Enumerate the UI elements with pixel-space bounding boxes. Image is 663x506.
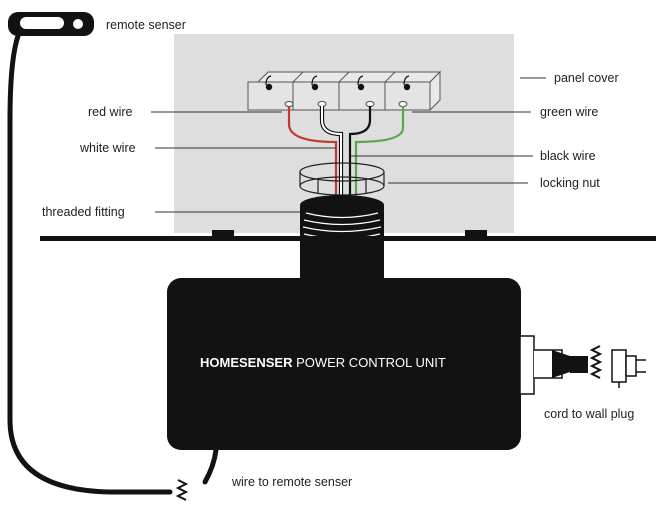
mounting-clip [465, 230, 487, 238]
label-panel-cover: panel cover [554, 71, 619, 85]
cord-break-icon [589, 345, 603, 379]
mounting-clip [212, 230, 234, 238]
label-red-wire: red wire [88, 105, 133, 119]
label-remote-senser: remote senser [106, 18, 186, 32]
remote-cable [7, 33, 219, 495]
terminal-screw [265, 83, 273, 91]
label-white-wire: white wire [79, 141, 136, 155]
label-green-wire: green wire [540, 105, 598, 119]
terminal-screw [311, 83, 319, 91]
label-locking-nut: locking nut [540, 176, 600, 190]
wires [287, 106, 405, 205]
cable-break-icon [175, 479, 189, 501]
unit-neck [300, 238, 384, 284]
cord-connector [519, 335, 588, 395]
label-threaded-fitting: threaded fitting [42, 205, 125, 219]
remote-senser [8, 12, 94, 36]
terminal-screws [265, 75, 411, 91]
terminal-screw [403, 83, 411, 91]
red-wire [287, 106, 338, 205]
threaded-fitting [300, 195, 384, 244]
green-wire [354, 106, 405, 205]
label-cord-to-wall-plug: cord to wall plug [544, 407, 634, 421]
wall-plug-icon [611, 349, 646, 388]
unit-brand: HOMESENSER [200, 355, 293, 370]
power-control-unit [167, 278, 521, 450]
label-wire-to-remote-senser: wire to remote senser [231, 475, 352, 489]
terminal-wire-holes [284, 101, 408, 107]
terminal-screw [357, 83, 365, 91]
unit-title: HOMESENSER POWER CONTROL UNIT [200, 355, 446, 370]
label-black-wire: black wire [540, 149, 596, 163]
black-wire [348, 106, 372, 205]
terminal-block [247, 70, 442, 112]
unit-name: POWER CONTROL UNIT [292, 355, 445, 370]
white-wire [321, 106, 342, 205]
leader-lines [151, 77, 546, 213]
